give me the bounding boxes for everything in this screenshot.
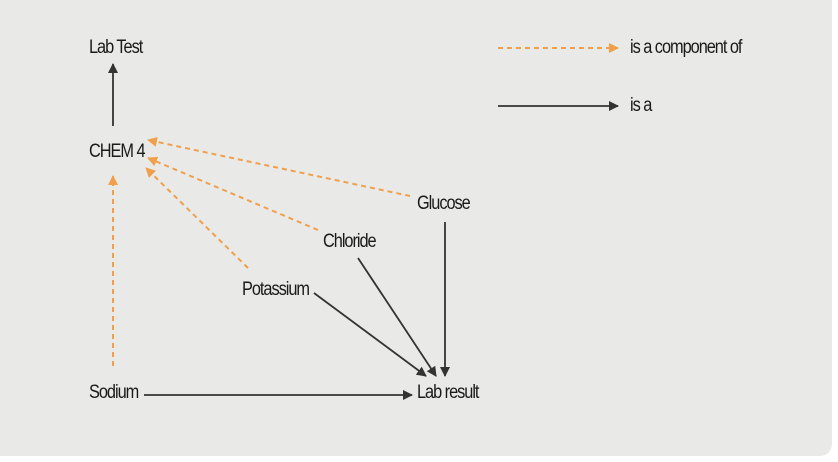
edge-potassium-is-a-lab-result xyxy=(313,292,427,377)
edge-chloride-component-of-chem4 xyxy=(147,156,319,231)
diagram-panel xyxy=(0,0,832,456)
edge-glucose-component-of-chem4 xyxy=(147,136,411,197)
node-chloride: Chloride xyxy=(323,231,377,252)
node-chem4: CHEM 4 xyxy=(89,141,146,162)
legend-is-a-label: is a xyxy=(630,95,652,116)
node-lab-test: Lab Test xyxy=(89,37,143,58)
node-sodium: Sodium xyxy=(89,382,139,403)
legend-component-of-label: is a component of xyxy=(630,37,742,58)
node-lab-result: Lab result xyxy=(417,382,479,403)
edge-chloride-is-a-lab-result xyxy=(357,257,437,377)
edge-potassium-component-of-chem4 xyxy=(145,167,249,269)
node-glucose: Glucose xyxy=(417,193,471,214)
node-potassium: Potassium xyxy=(242,279,310,300)
